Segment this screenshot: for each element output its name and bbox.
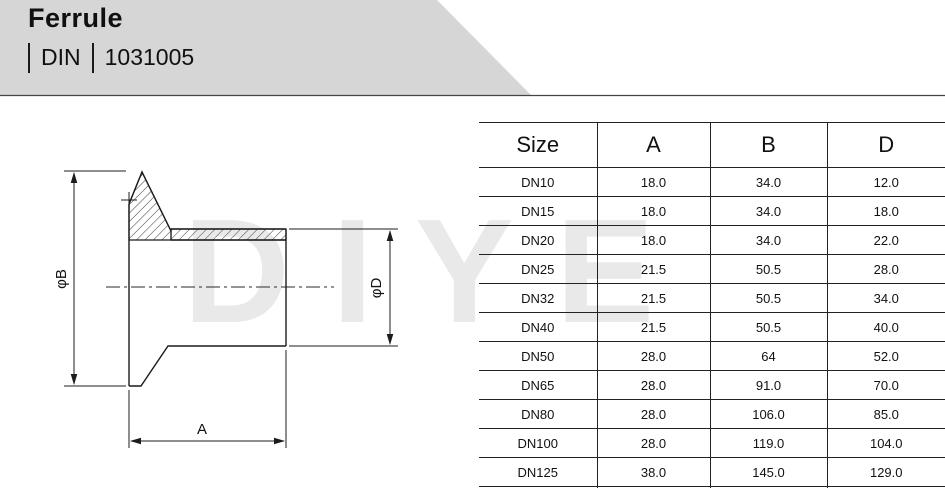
table-cell: 21.5 — [596, 254, 710, 284]
arrow-icon — [274, 437, 285, 445]
table-cell: 167.0 — [709, 486, 827, 488]
table-cell: DN20 — [479, 225, 597, 255]
table-cell: 21.5 — [596, 283, 710, 313]
vertical-divider — [91, 42, 94, 73]
table-cell: 50.5 — [709, 283, 827, 313]
table-cell: 22.0 — [826, 225, 945, 255]
table-cell: 50.5 — [709, 254, 827, 284]
table-cell: 91.0 — [709, 370, 827, 400]
technical-drawing: φB φD A — [53, 170, 398, 448]
arrow-icon — [386, 230, 394, 241]
table-cell: DN15 — [479, 196, 597, 226]
table-cell: DN40 — [479, 312, 597, 342]
column-header-a: A — [596, 122, 710, 168]
table-cell: 40.0 — [826, 312, 945, 342]
table-cell: DN100 — [479, 428, 597, 458]
table-cell: 106.0 — [709, 399, 827, 429]
table-cell: 52.0 — [826, 341, 945, 371]
table-cell: 28.0 — [596, 341, 710, 371]
table-cell: 18.0 — [596, 225, 710, 255]
dim-label-d: φD — [368, 278, 385, 299]
table-cell: DN150 — [479, 486, 597, 488]
standard-code: 1031005 — [104, 44, 195, 71]
table-cell: 50.5 — [709, 312, 827, 342]
flange-bevel-outline — [128, 170, 172, 232]
header-band — [0, 0, 945, 97]
table-cell: 18.0 — [596, 167, 710, 197]
header-shape — [0, 0, 531, 95]
table-cell: DN80 — [479, 399, 597, 429]
table-cell: 85.0 — [826, 399, 945, 429]
dim-label-b: φB — [53, 269, 70, 289]
arrow-icon — [130, 437, 141, 445]
table-cell: 119.0 — [709, 428, 827, 458]
table-cell: 64 — [709, 341, 827, 371]
table-cell: DN125 — [479, 457, 597, 487]
table-cell: 154.0 — [826, 486, 945, 488]
table-cell: DN65 — [479, 370, 597, 400]
table-cell: 34.0 — [709, 196, 827, 226]
table-cell: 38.0 — [596, 486, 710, 488]
table-cell: 38.0 — [596, 457, 710, 487]
page-title: Ferrule — [28, 3, 124, 33]
table-cell: 18.0 — [826, 196, 945, 226]
table-cell: DN10 — [479, 167, 597, 197]
arrow-icon — [386, 334, 394, 345]
arrow-icon — [70, 172, 78, 183]
table-cell: DN25 — [479, 254, 597, 284]
table-cell: DN50 — [479, 341, 597, 371]
table-cell: 34.0 — [826, 283, 945, 313]
table-cell: 28.0 — [596, 370, 710, 400]
table-cell: 21.5 — [596, 312, 710, 342]
vertical-divider — [28, 42, 30, 73]
table-cell: 28.0 — [596, 428, 710, 458]
tube-wall-section — [170, 228, 287, 241]
table-cell: 28.0 — [596, 399, 710, 429]
standard-row: DIN 1031005 — [28, 42, 195, 73]
table-cell: 104.0 — [826, 428, 945, 458]
drawing-area: φB φD A — [0, 96, 470, 488]
header: Ferrule DIN 1031005 — [28, 2, 194, 73]
table-cell: 129.0 — [826, 457, 945, 487]
table-cell: 34.0 — [709, 225, 827, 255]
table-cell: 70.0 — [826, 370, 945, 400]
table-cell: 12.0 — [826, 167, 945, 197]
table-cell: 145.0 — [709, 457, 827, 487]
column-header-b: B — [709, 122, 827, 168]
column-header-size: Size — [479, 122, 597, 168]
dim-label-a: A — [197, 421, 207, 438]
table-cell: DN32 — [479, 283, 597, 313]
table-cell: 34.0 — [709, 167, 827, 197]
table-row: DN15038.0167.0154.0 — [479, 486, 945, 488]
standard-label: DIN — [41, 44, 81, 71]
lower-outline — [129, 345, 286, 387]
table-header-row: Size A B D — [479, 122, 945, 168]
flange-section — [128, 170, 172, 241]
column-header-d: D — [826, 122, 945, 168]
table-cell: 28.0 — [826, 254, 945, 284]
table-cell: 18.0 — [596, 196, 710, 226]
arrow-icon — [70, 374, 78, 385]
